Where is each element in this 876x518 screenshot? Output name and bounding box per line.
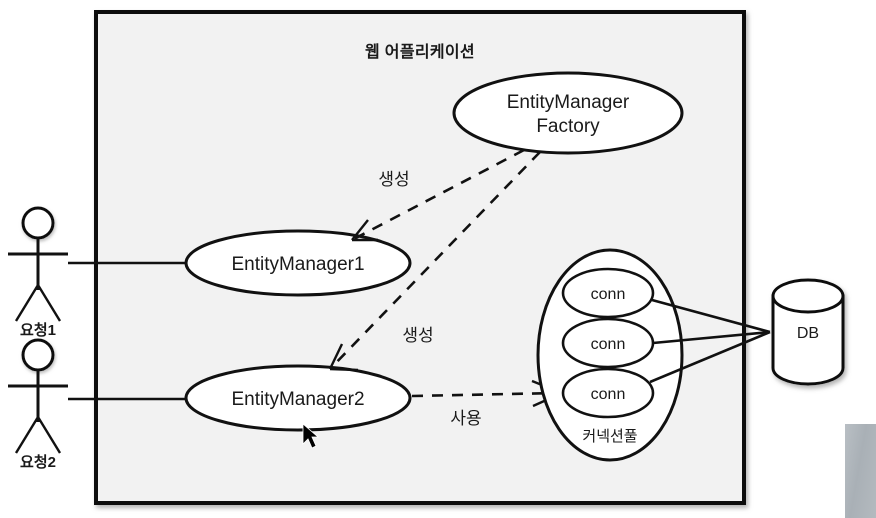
- edge-conn3-to-db: [649, 330, 771, 384]
- container-title: 웹 어플리케이션: [365, 43, 475, 61]
- actor-request-2: 요청2: [8, 338, 68, 471]
- edge-conn1-to-db: [651, 298, 771, 334]
- edge-conn2-to-db: [652, 330, 771, 345]
- conn-node-3[interactable]: conn: [561, 367, 655, 419]
- entity-manager-2-shape[interactable]: [184, 364, 412, 432]
- entity-manager-1-label: EntityManager1: [231, 254, 364, 275]
- database-top-icon[interactable]: [771, 278, 845, 314]
- connection-pool-label: 커넥션풀: [582, 428, 637, 445]
- edge-em2-uses-conn-line: [411, 391, 559, 398]
- conn-label-2: conn: [591, 336, 626, 353]
- entity-manager-factory-shape[interactable]: [452, 71, 684, 155]
- actor-leg-right-icon: [36, 284, 62, 322]
- actor-request-1: 요청1: [8, 206, 68, 339]
- conn-shape-3[interactable]: [561, 367, 655, 419]
- entity-manager-factory-label-line1: EntityManager: [507, 92, 630, 113]
- actor-head-icon: [21, 338, 55, 372]
- entity-manager-2-label: EntityManager2: [231, 389, 364, 410]
- entity-manager-2-node[interactable]: EntityManager2: [184, 364, 412, 432]
- edge-factory-creates-em2: 생성: [328, 151, 541, 372]
- edge-em2-uses-conn-label: 사용: [450, 409, 481, 428]
- entity-manager-1-shape[interactable]: [184, 229, 412, 297]
- actor-label: 요청2: [20, 454, 56, 471]
- actor-leg-left-icon: [14, 284, 40, 322]
- conn-label-3: conn: [591, 386, 626, 403]
- conn-node-2[interactable]: conn: [561, 317, 655, 369]
- edge-factory-creates-em1-line: [351, 148, 525, 242]
- entity-manager-factory-node[interactable]: EntityManager Factory: [452, 71, 684, 155]
- actor-label: 요청1: [20, 322, 56, 339]
- database-node[interactable]: DB: [771, 278, 845, 386]
- entity-manager-factory-label-line2: Factory: [536, 116, 600, 137]
- conn-node-1[interactable]: conn: [561, 267, 655, 319]
- database-label: DB: [797, 325, 819, 342]
- database-body-icon[interactable]: [771, 294, 845, 386]
- actor-leg-left-icon: [14, 416, 40, 454]
- conn-label-1: conn: [591, 286, 626, 303]
- edge-factory-creates-em1: 생성: [351, 148, 525, 242]
- actor-leg-right-icon: [36, 416, 62, 454]
- overlay-panel-block: [845, 424, 876, 518]
- actor-head-icon: [21, 206, 55, 240]
- edge-factory-creates-em1-label: 생성: [378, 170, 409, 189]
- edge-factory-creates-em2-label: 생성: [402, 326, 433, 345]
- edge-factory-creates-em1-arrowhead: [351, 219, 378, 242]
- edge-factory-creates-em2-line: [329, 151, 541, 370]
- conn-shape-1[interactable]: [561, 267, 655, 319]
- edge-factory-creates-em2-arrowhead: [328, 343, 359, 372]
- entity-manager-1-node[interactable]: EntityManager1: [184, 229, 412, 297]
